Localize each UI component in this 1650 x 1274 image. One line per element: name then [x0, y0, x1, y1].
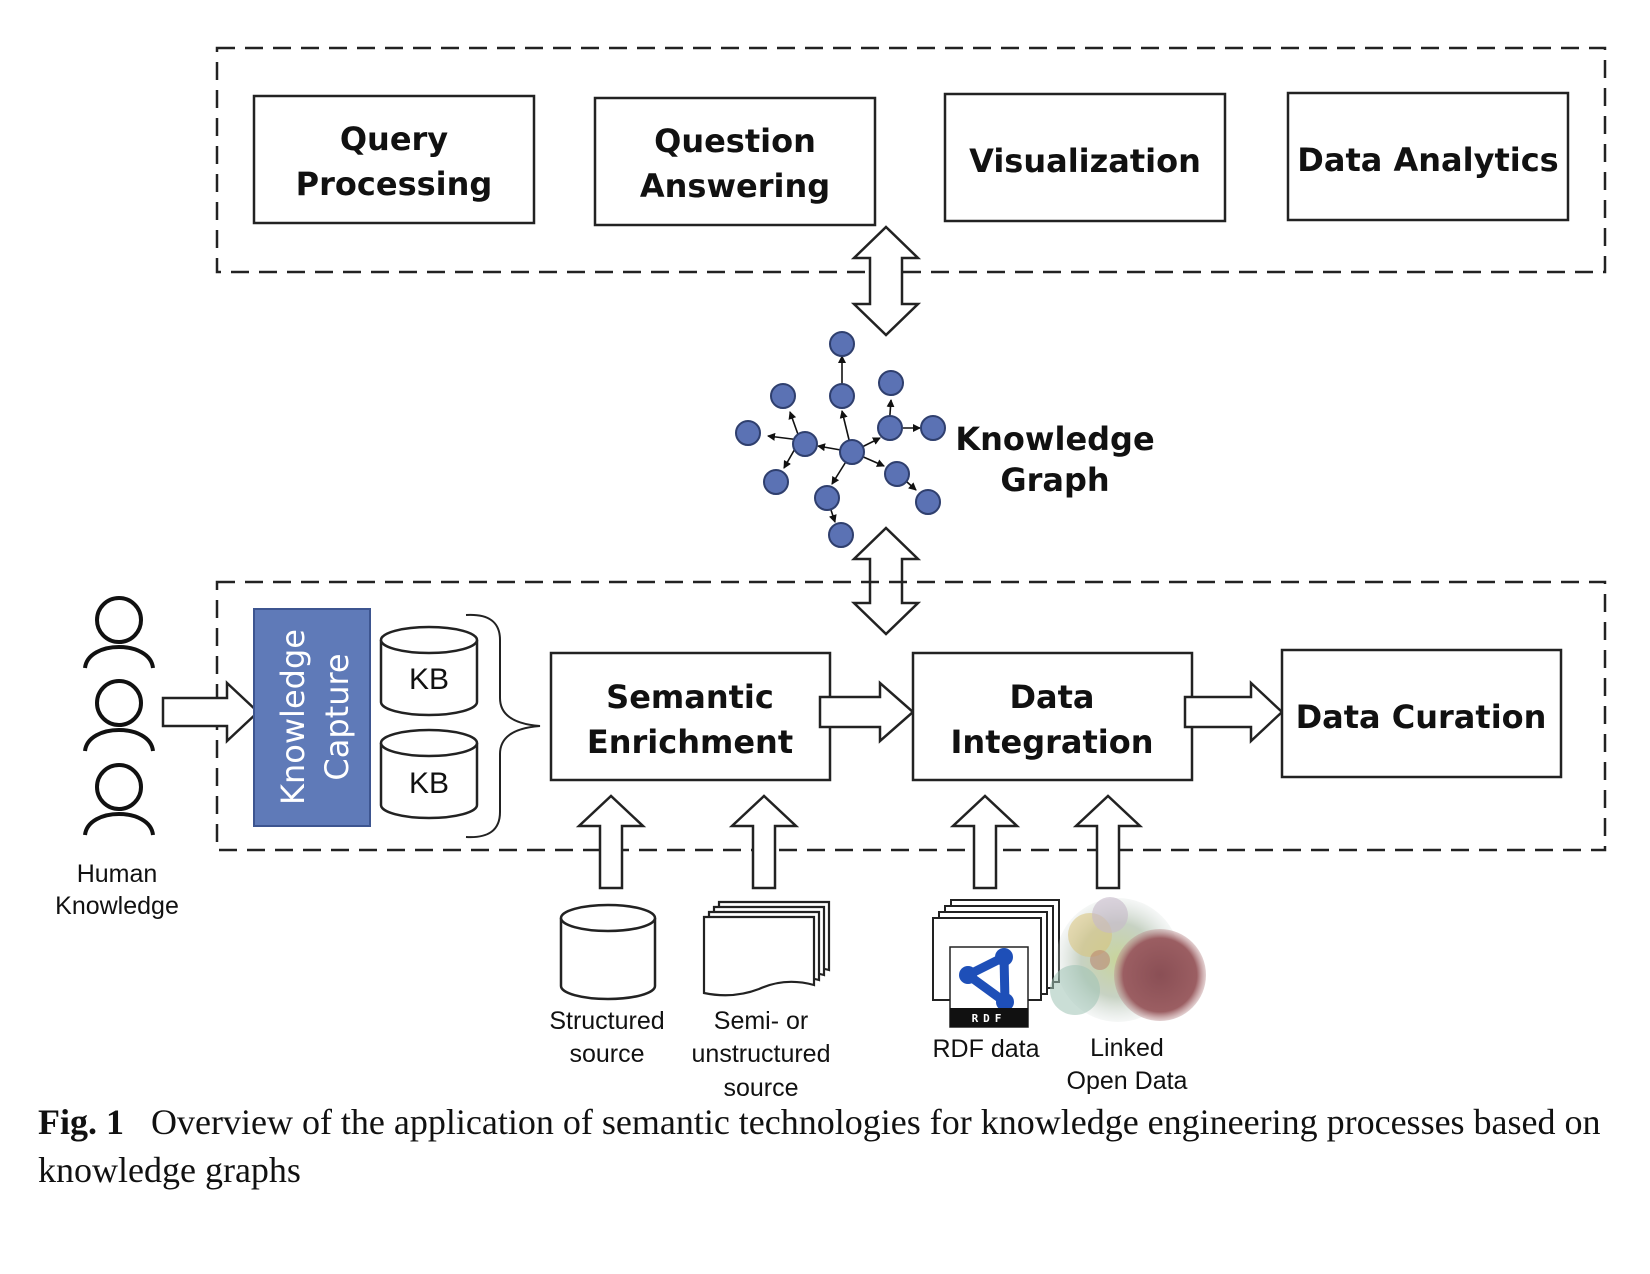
graph-node	[884, 461, 910, 487]
linked-open-data-up-arrow	[1072, 794, 1144, 890]
structured-source-up-arrow	[575, 794, 647, 890]
graph-node	[839, 439, 865, 465]
upper-double-arrow	[850, 225, 922, 337]
semantic-enrichment-line2: Enrichment	[587, 723, 793, 761]
unstructured-source-up-arrow	[728, 794, 800, 890]
data-integration-box: Data Integration	[911, 651, 1194, 782]
figure-caption-text: Overview of the application of semantic …	[38, 1102, 1601, 1190]
knowledge-capture-line1: Knowledge	[274, 629, 312, 805]
knowledge-capture-line2: Capture	[318, 653, 356, 780]
graph-node	[829, 331, 855, 357]
integration-to-curation-arrow	[1183, 680, 1284, 744]
graph-node	[915, 489, 941, 515]
human-knowledge-label-line1: Human	[77, 860, 158, 888]
visualization-label: Visualization	[969, 142, 1201, 180]
kb-cylinder-bottom: KB	[379, 728, 479, 820]
figure-caption: Fig. 1 Overview of the application of se…	[38, 1098, 1628, 1194]
graph-node	[920, 415, 946, 441]
data-integration-line2: Integration	[951, 723, 1154, 761]
graph-node	[877, 415, 903, 441]
rdf-data-up-arrow	[949, 794, 1021, 890]
graph-node	[829, 383, 855, 409]
figure-caption-label: Fig. 1	[38, 1102, 124, 1142]
graph-node	[770, 383, 796, 409]
kb-label-top: KB	[409, 663, 449, 696]
knowledge-graph-label-line1: Knowledge	[955, 420, 1154, 458]
linked-open-data-label-line2: Open Data	[1067, 1067, 1188, 1095]
linked-open-data-cloud-icon	[1050, 897, 1206, 1022]
human-knowledge-label-line2: Knowledge	[55, 892, 179, 920]
graph-node	[828, 522, 854, 548]
kb-curly-brace	[465, 613, 541, 839]
graph-node	[735, 420, 761, 446]
knowledge-graph: Knowledge Graph	[735, 331, 1155, 548]
human-to-capture-arrow	[161, 680, 260, 744]
person-icon	[83, 679, 155, 752]
semantic-enrichment-box: Semantic Enrichment	[549, 651, 832, 782]
structured-source-label-line2: source	[569, 1040, 644, 1068]
data-analytics-label: Data Analytics	[1297, 141, 1558, 179]
linked-open-data-label-line1: Linked	[1090, 1034, 1164, 1062]
graph-node	[763, 469, 789, 495]
question-answering-line2: Answering	[640, 167, 830, 205]
data-curation-label: Data Curation	[1296, 698, 1547, 736]
query-processing-line2: Processing	[296, 165, 493, 203]
rdf-data-label: RDF data	[933, 1035, 1040, 1063]
unstructured-source-label-line1: Semi- or	[714, 1007, 808, 1035]
human-knowledge-group	[83, 596, 155, 836]
kb-cylinder-top: KB	[379, 625, 479, 717]
enrichment-to-integration-arrow	[818, 680, 915, 744]
question-answering-line1: Question	[654, 122, 816, 160]
knowledge-capture-box: Knowledge Capture	[253, 608, 371, 827]
knowledge-graph-label-line2: Graph	[1000, 461, 1109, 499]
question-answering-box: Question Answering	[593, 96, 877, 227]
query-processing-line1: Query	[340, 120, 448, 158]
person-icon	[83, 596, 155, 669]
rdf-logo-icon: RDF	[932, 899, 1060, 1028]
data-curation-box: Data Curation	[1280, 648, 1563, 779]
data-integration-line1: Data	[1009, 678, 1094, 716]
semantic-enrichment-line1: Semantic	[606, 678, 774, 716]
unstructured-source-label-line2: unstructured	[692, 1040, 831, 1068]
graph-node	[878, 370, 904, 396]
document-stack-icon	[702, 900, 831, 997]
graph-node	[814, 485, 840, 511]
graph-nodes	[735, 331, 946, 548]
structured-source-database-icon	[559, 903, 657, 1001]
person-icon	[83, 763, 155, 836]
graph-node	[792, 431, 818, 457]
lower-double-arrow	[850, 526, 922, 636]
structured-source-label-line1: Structured	[549, 1007, 664, 1035]
application-layer-frame	[215, 46, 1607, 274]
unstructured-source-label-line3: source	[723, 1074, 798, 1102]
query-processing-box: Query Processing	[252, 94, 536, 225]
visualization-box: Visualization	[943, 92, 1227, 223]
kb-label-bottom: KB	[409, 767, 449, 800]
data-analytics-box: Data Analytics	[1286, 91, 1570, 222]
rdf-logo-text: RDF	[972, 1012, 1007, 1025]
